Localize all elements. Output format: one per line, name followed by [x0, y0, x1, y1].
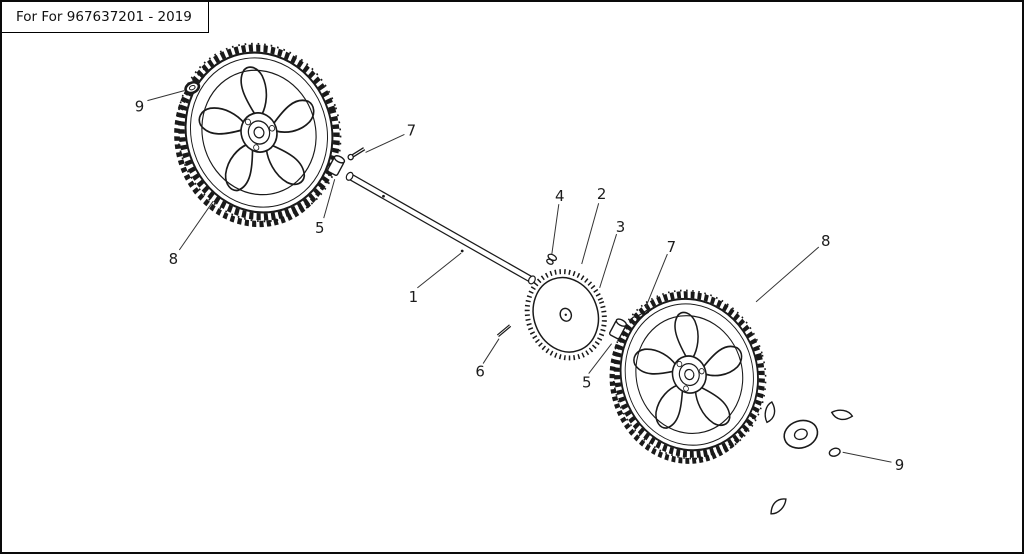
right-wheel [592, 273, 784, 477]
hubcap-washer-parts [761, 401, 854, 518]
part-label-wheel-right: 8 [821, 232, 831, 250]
cotter-pin-left [346, 145, 367, 162]
part-label-pin-left: 7 [407, 121, 417, 139]
part-label-bolt: 4 [555, 187, 565, 205]
part-label-bushing-right: 5 [582, 373, 592, 391]
part-label-pin-right: 7 [667, 238, 677, 256]
small-washer [828, 447, 841, 457]
part-label-wheel-left: 8 [169, 250, 179, 268]
axle-shaft [345, 171, 536, 285]
grommet-left [184, 80, 201, 95]
part-label-chain-ring: 2 [597, 185, 607, 203]
chain-ring [524, 269, 607, 361]
left-wheel [152, 22, 363, 244]
roll-pin [496, 324, 512, 338]
part-label-roll-pin: 6 [475, 363, 485, 381]
part-label-axle: 1 [409, 288, 419, 306]
sprocket-assembly [524, 253, 607, 361]
part-label-sprocket-plate: 3 [616, 218, 626, 236]
model-title: For For 967637201 - 2019 [2, 2, 209, 33]
part-label-grommet-left: 9 [135, 98, 145, 116]
part-label-washer-right: 9 [895, 456, 905, 474]
part-label-bushing-left: 5 [315, 219, 325, 237]
axle-bolt [546, 253, 558, 265]
leader-lines [147, 90, 892, 463]
